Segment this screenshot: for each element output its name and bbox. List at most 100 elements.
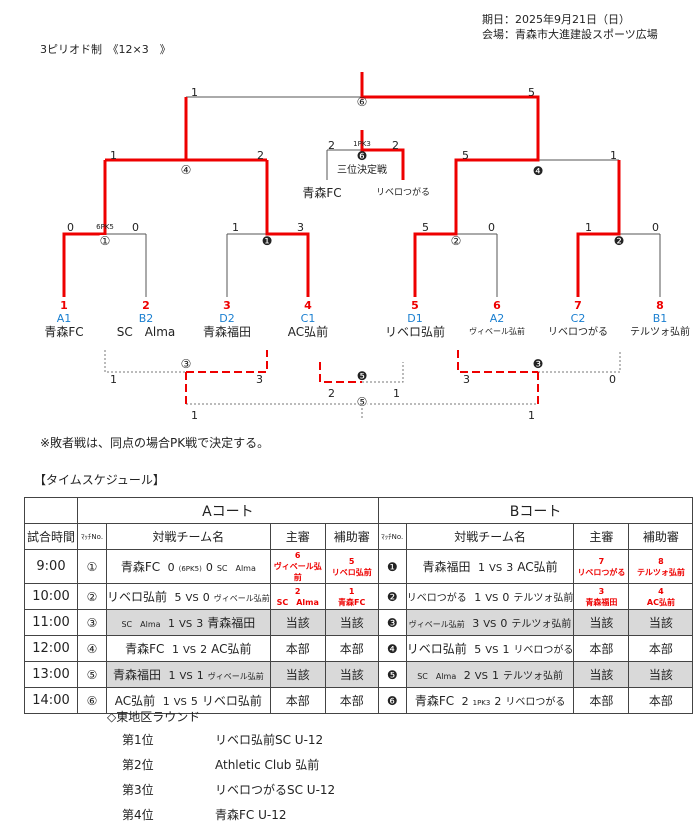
ref-seed: 8 (658, 556, 664, 566)
match-no-header-b: ﾏｯﾁNo. (377, 523, 407, 550)
ref-seed: 2 (294, 586, 301, 596)
team-1: AC弘前 (114, 694, 156, 708)
main-referee: 当該 (573, 609, 630, 636)
score-2: 2 (494, 695, 502, 708)
team-seed: 5 (411, 299, 419, 312)
team-2: リベロ弘前 (201, 694, 262, 708)
match-no: ⑥ (77, 687, 107, 714)
match-time: 11:00 (24, 609, 78, 636)
match-b2-label: ❷ (613, 234, 625, 248)
third-place-label: ❻ (356, 149, 368, 163)
score-2: 1 (491, 669, 499, 682)
score-1: 1 (171, 643, 179, 656)
ref-team: AC弘前 (646, 597, 675, 607)
assistant-referee: 本部 (628, 687, 694, 714)
match-b4-score-left: 5 (462, 149, 469, 162)
ranking-place: 第3位 (122, 783, 154, 797)
team-name: テルツォ弘前 (630, 327, 690, 338)
ref-seed: 3 (598, 586, 605, 596)
match-time: 13:00 (24, 661, 78, 688)
match-1-label: ① (99, 234, 111, 248)
team-seed: 2 (142, 299, 150, 312)
team-1: 青森福田 (422, 560, 471, 574)
team-seed: 3 (223, 299, 231, 312)
team-name: 青森福田 (202, 325, 252, 339)
team-2: 青森福田 (207, 616, 256, 630)
team-1: リベロ弘前 (107, 590, 168, 604)
ref-team: テルツォ弘前 (636, 567, 685, 577)
score-1: 5 (474, 643, 482, 656)
match-b2-score-right: 0 (652, 221, 659, 234)
match-no-header-a: ﾏｯﾁNo. (77, 523, 107, 550)
vs-text: VS (483, 619, 497, 630)
match-2-label: ② (450, 234, 462, 248)
vs-text: VS (489, 563, 503, 574)
team-1: 青森FC (125, 642, 165, 656)
match-b2-score-left: 1 (585, 221, 592, 234)
vs-text: VS (474, 671, 488, 682)
team-2: テルツォ弘前 (511, 619, 572, 630)
match-b1-label: ❶ (261, 234, 273, 248)
bracket-lines (62, 72, 661, 420)
court-a-header: Aコート (77, 497, 379, 524)
third-score-left: 2 (328, 139, 335, 152)
score-2: 2 (200, 643, 208, 656)
score-1: 1 (474, 591, 482, 604)
team-seed: 6 (493, 299, 501, 312)
match-2-score-left: 5 (422, 221, 429, 234)
ref-seed: 5 (348, 556, 355, 566)
vs-text: VS (485, 645, 499, 656)
main-referee: 当該 (573, 661, 630, 688)
team-1: リベロつがる (406, 593, 467, 604)
match-1-pk: 6PK5 (96, 223, 114, 231)
score-1: 2 (461, 695, 469, 708)
team-name: リベロ弘前 (384, 325, 446, 339)
score-1: 3 (472, 617, 480, 630)
team-code: C1 (300, 312, 316, 325)
match-time: 14:00 (24, 687, 78, 714)
score-1: 1 (162, 695, 170, 708)
match-b1-score-left: 1 (232, 221, 239, 234)
score-1: 1 (478, 561, 486, 574)
score-2: 0 (502, 591, 510, 604)
team-name: ヴィベール弘前 (469, 327, 525, 336)
ref-seed: 4 (658, 586, 664, 596)
score-2: 3 (506, 561, 514, 574)
match-b5-label: ❺ (356, 369, 368, 383)
ref-seed: 6 (294, 551, 301, 560)
team-2: テルツォ弘前 (502, 671, 563, 682)
ranking-place: 第1位 (122, 733, 154, 747)
score-2: 0 (202, 591, 210, 604)
team-seed: 8 (656, 299, 664, 312)
main-ref-header-b: 主審 (573, 523, 630, 550)
match-b3-score-left: 3 (463, 373, 470, 386)
ranking-title: ◇東地区ラウンド (107, 710, 201, 724)
match-no: ② (77, 583, 107, 610)
third-place-title: 三位決定戦 (337, 165, 387, 176)
team-2: AC弘前 (211, 642, 252, 656)
score-2: 1 (196, 669, 204, 682)
score-1: 2 (463, 669, 471, 682)
team-1: ヴィベール弘前 (408, 620, 465, 629)
ref-seed: 1 (348, 586, 355, 596)
team-1: SC Alma (417, 672, 457, 681)
team-name: リベロつがる (548, 327, 608, 338)
vs-text: VS (179, 619, 193, 630)
team-2: テルツォ弘前 (513, 593, 574, 604)
